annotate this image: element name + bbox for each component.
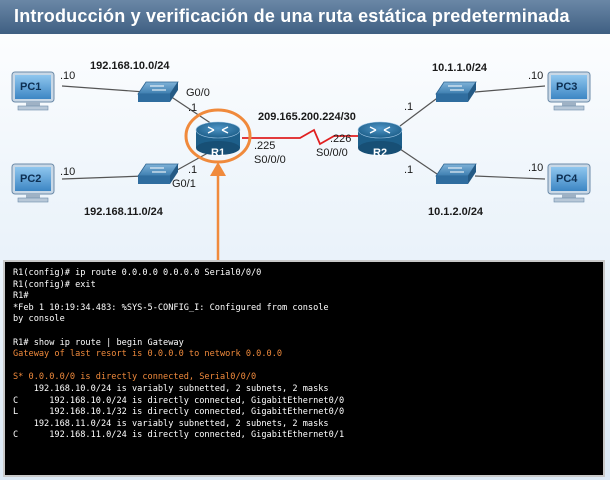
pc4-label: PC4 bbox=[556, 173, 578, 185]
console-line-1: R1(config)# ip route 0.0.0.0 0.0.0.0 Ser… bbox=[13, 268, 262, 278]
console-line-2: R1(config)# exit bbox=[13, 279, 96, 290]
console-line-14: 192.168.11.0/24 is variably subnetted, 2… bbox=[13, 418, 329, 429]
r1-g01-label: G0/1 bbox=[172, 178, 196, 190]
highlight-arrow-icon bbox=[210, 162, 226, 260]
console-line-12: C 192.168.10.0/24 is directly connected,… bbox=[13, 395, 345, 406]
pc4-icon bbox=[547, 163, 591, 203]
switch4-icon bbox=[435, 163, 477, 184]
pc4-ip-label: .10 bbox=[528, 162, 544, 174]
r1-g01-ip-label: .1 bbox=[188, 164, 198, 176]
switch3-icon bbox=[435, 81, 477, 102]
pc3-label: PC3 bbox=[556, 81, 578, 93]
r2-s000-label: S0/0/0 bbox=[316, 147, 348, 159]
r1-s000-ip-label: .225 bbox=[254, 140, 276, 152]
console-line-4: *Feb 1 10:19:34.483: %SYS-5-CONFIG_I: Co… bbox=[13, 302, 329, 313]
link-pc1-sw1 bbox=[61, 85, 146, 93]
r1-label: R1 bbox=[211, 147, 226, 159]
switch2-icon bbox=[137, 163, 179, 184]
r1-g00-ip-label: .1 bbox=[188, 102, 198, 114]
r1-s000-label: S0/0/0 bbox=[254, 154, 286, 166]
link-sw3-pc3 bbox=[474, 85, 546, 93]
console-line-7: R1# show ip route | begin Gateway bbox=[13, 337, 184, 348]
serial-link bbox=[242, 128, 362, 146]
net-192-168-11-label: 192.168.11.0/24 bbox=[84, 206, 163, 218]
r2-bottom-ip-label: .1 bbox=[404, 164, 414, 176]
net-10-1-1-label: 10.1.1.0/24 bbox=[432, 62, 488, 74]
net-192-168-10-label: 192.168.10.0/24 bbox=[90, 60, 170, 72]
r1-g00-label: G0/0 bbox=[186, 87, 210, 99]
console-line-13: L 192.168.10.1/32 is directly connected,… bbox=[13, 407, 345, 418]
console-line-6 bbox=[13, 326, 595, 338]
link-sw4-pc4 bbox=[474, 175, 546, 180]
pc1-label: PC1 bbox=[20, 81, 42, 93]
console-line-9 bbox=[13, 361, 595, 373]
pc3-icon bbox=[547, 71, 591, 111]
network-topology: PC1 PC2 PC3 PC4 R1 R2 192.168.10.0/24 19… bbox=[0, 34, 610, 264]
r2-top-ip-label: .1 bbox=[404, 101, 414, 113]
net-10-1-2-label: 10.1.2.0/24 bbox=[428, 206, 484, 218]
console-line-11: 192.168.10.0/24 is variably subnetted, 2… bbox=[13, 383, 329, 394]
console-output: R1(config)# ip route 0.0.0.0 0.0.0.0 Ser… bbox=[3, 260, 605, 477]
switch1-icon bbox=[137, 81, 179, 102]
pc3-ip-label: .10 bbox=[528, 70, 544, 82]
topology-svg bbox=[11, 71, 591, 260]
pc2-ip-label: .10 bbox=[60, 166, 76, 178]
link-pc2-sw2 bbox=[61, 175, 146, 180]
pc1-ip-label: .10 bbox=[60, 70, 76, 82]
r2-label: R2 bbox=[373, 147, 388, 159]
pc2-label: PC2 bbox=[20, 173, 42, 185]
router-r1-icon bbox=[184, 108, 252, 164]
pc2-icon bbox=[11, 163, 55, 203]
link-r2-sw4 bbox=[399, 148, 441, 177]
console-line-3: R1# bbox=[13, 291, 29, 302]
link-r2-sw3 bbox=[399, 95, 441, 127]
page-title: Introducción y verificación de una ruta … bbox=[0, 0, 610, 34]
pc1-icon bbox=[11, 71, 55, 111]
link-sw1-r1 bbox=[169, 95, 216, 127]
net-serial-label: 209.165.200.224/30 bbox=[258, 111, 356, 123]
router-r2-icon bbox=[357, 121, 403, 155]
console-line-15: C 192.168.11.0/24 is directly connected,… bbox=[13, 430, 345, 441]
console-line-gateway: Gateway of last resort is 0.0.0.0 to net… bbox=[13, 349, 283, 360]
r2-s000-ip-label: .226 bbox=[330, 133, 352, 145]
console-line-5: by console bbox=[13, 314, 65, 325]
console-line-default-route: S* 0.0.0.0/0 is directly connected, Seri… bbox=[13, 372, 257, 383]
